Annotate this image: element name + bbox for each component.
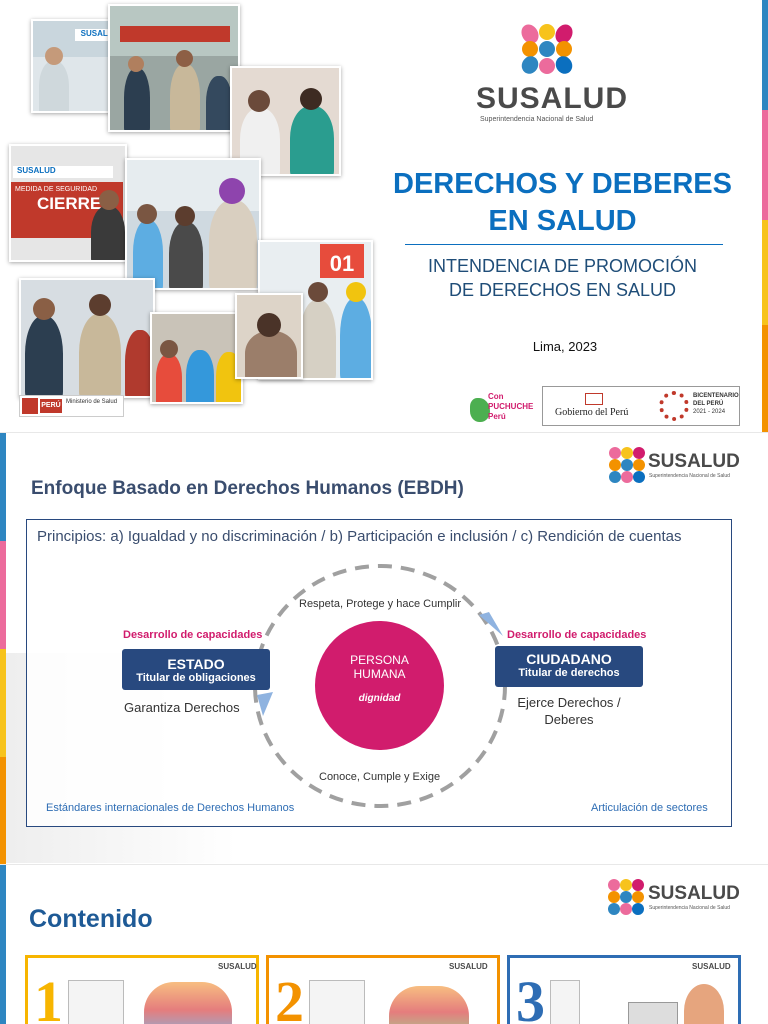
capacity-label-left: Desarrollo de capacidades bbox=[123, 629, 263, 641]
persona-value: dignidad bbox=[358, 693, 401, 704]
person-illustration bbox=[684, 984, 724, 1024]
subtitle-line: INTENDENCIA DE PROMOCIÓN bbox=[427, 256, 698, 276]
photo-closure: SUSALUD MEDIDA DE SEGURIDAD CIERRE bbox=[9, 144, 127, 262]
puchuchu-logo: Con PUCHUCHE Perú bbox=[468, 388, 534, 424]
people-illustration bbox=[389, 986, 469, 1024]
content-card-3[interactable]: 3 SUSALUD bbox=[507, 955, 741, 1024]
photo-officials bbox=[19, 278, 155, 398]
arrow-left-icon bbox=[257, 692, 273, 716]
ciudadano-note-line: Ejerce Derechos / bbox=[517, 695, 621, 710]
card-brand: SUSALUD bbox=[218, 962, 257, 971]
color-stripe bbox=[0, 757, 6, 864]
bicentenario-line: BICENTENARIO bbox=[693, 393, 739, 399]
estado-subtitle: Titular de obligaciones bbox=[136, 672, 256, 684]
photo-sign: MEDIDA DE SEGURIDAD bbox=[15, 186, 98, 193]
estado-title: ESTADO bbox=[167, 656, 225, 672]
content-card-2[interactable]: 2 SUSALUD bbox=[266, 955, 500, 1024]
capacity-label-right: Desarrollo de capacidades bbox=[507, 629, 647, 641]
document-thumbnail bbox=[309, 980, 365, 1024]
photo-community bbox=[150, 312, 243, 404]
estado-note: Garantiza Derechos bbox=[124, 700, 240, 715]
slide-contenido: SUSALUD Superintendencia Nacional de Sal… bbox=[0, 864, 768, 1024]
color-stripe bbox=[762, 0, 768, 110]
bottom-arc-label: Conoce, Cumple y Exige bbox=[319, 771, 441, 783]
susalud-logo-icon bbox=[518, 21, 576, 77]
title-line: DERECHOS Y DEBERES bbox=[393, 168, 732, 200]
minsa-logo: PERÚ Ministerio de Salud bbox=[19, 395, 124, 417]
ciudadano-note-line: Deberes bbox=[544, 712, 594, 727]
photo-consult bbox=[230, 66, 341, 176]
document-thumbnail bbox=[68, 980, 124, 1024]
brand-tagline: Superintendencia Nacional de Salud bbox=[649, 905, 730, 911]
bicentenario-line: DEL PERÚ bbox=[693, 401, 724, 407]
title-line: EN SALUD bbox=[488, 205, 637, 237]
arrow-right-icon bbox=[479, 612, 503, 636]
card-number: 3 bbox=[516, 969, 545, 1024]
government-logo: Gobierno del Perú BICENTENARIO DEL PERÚ … bbox=[542, 386, 740, 426]
color-stripe bbox=[762, 325, 768, 432]
ciudadano-box: CIUDADANO Titular de derechos bbox=[495, 646, 643, 687]
card-brand: SUSALUD bbox=[692, 962, 731, 971]
persona-line: HUMANA bbox=[353, 667, 406, 681]
color-stripe bbox=[762, 110, 768, 220]
ciudadano-title: CIUDADANO bbox=[526, 651, 612, 667]
footer-logos: Con PUCHUCHE Perú Gobierno del Perú BICE… bbox=[468, 384, 750, 428]
brand-tagline: Superintendencia Nacional de Salud bbox=[480, 116, 594, 123]
color-stripe bbox=[0, 433, 6, 541]
page-title: DERECHOS Y DEBERES EN SALUD bbox=[390, 166, 735, 240]
brand-name: SUSALUD bbox=[648, 883, 740, 904]
card-brand: SUSALUD bbox=[449, 962, 488, 971]
foot-left: Estándares internacionales de Derechos H… bbox=[46, 802, 295, 814]
color-stripe bbox=[762, 220, 768, 325]
bicentenario-years: 2021 - 2024 bbox=[693, 409, 726, 415]
date-label: Lima, 2023 bbox=[532, 339, 598, 354]
color-stripe bbox=[0, 541, 6, 649]
principles-text: Principios: a) Igualdad y no discriminac… bbox=[37, 528, 682, 545]
ebdh-diagram: Principios: a) Igualdad y no discriminac… bbox=[26, 519, 732, 827]
page-subtitle: INTENDENCIA DE PROMOCIÓN DE DERECHOS EN … bbox=[390, 254, 735, 302]
susalud-logo-icon bbox=[608, 879, 644, 915]
document-thumbnail bbox=[550, 980, 580, 1024]
people-illustration bbox=[144, 982, 232, 1024]
photo-market bbox=[108, 4, 240, 132]
photo-sign: CIERRE bbox=[37, 194, 102, 213]
slide-ebdh: SUSALUD Superintendencia Nacional de Sal… bbox=[0, 432, 768, 864]
photo-sign: 01 bbox=[320, 244, 364, 278]
color-stripe bbox=[0, 865, 6, 1024]
card-number: 1 bbox=[34, 969, 63, 1024]
content-card-1[interactable]: 1 SUSALUD bbox=[25, 955, 259, 1024]
brand-tagline: Superintendencia Nacional de Salud bbox=[649, 473, 730, 479]
foot-right: Articulación de sectores bbox=[591, 802, 708, 814]
estado-box: ESTADO Titular de obligaciones bbox=[122, 649, 270, 690]
photo-vaccination bbox=[125, 158, 261, 290]
laptop-illustration bbox=[628, 1002, 678, 1024]
title-divider bbox=[405, 244, 723, 245]
susalud-logo-icon bbox=[609, 447, 645, 483]
slide-cover: SUSALUD SUSALUD MEDIDA DE SEGURIDAD CIER… bbox=[0, 0, 768, 432]
subtitle-line: DE DERECHOS EN SALUD bbox=[448, 280, 677, 300]
card-number: 2 bbox=[275, 969, 304, 1024]
color-stripe bbox=[0, 649, 6, 757]
photo-elderly bbox=[235, 293, 303, 379]
minsa-label: Ministerio de Salud bbox=[66, 399, 118, 405]
peru-label: PERÚ bbox=[40, 399, 62, 413]
ciudadano-subtitle: Titular de derechos bbox=[518, 667, 620, 679]
persona-circle: PERSONA HUMANA dignidad bbox=[315, 621, 444, 750]
slide-title: Contenido bbox=[29, 905, 153, 933]
slide-title: Enfoque Basado en Derechos Humanos (EBDH… bbox=[31, 478, 464, 499]
top-arc-label: Respeta, Protege y hace Cumplir bbox=[299, 598, 462, 610]
gob-label: Gobierno del Perú bbox=[555, 407, 629, 418]
puchuchu-label: Con PUCHUCHE Perú bbox=[488, 392, 534, 421]
bicentenario-label: BICENTENARIO DEL PERÚ 2021 - 2024 bbox=[693, 392, 739, 416]
brand-name: SUSALUD bbox=[476, 82, 629, 115]
brand-name: SUSALUD bbox=[648, 451, 740, 472]
photo-sign: SUSALUD bbox=[13, 166, 113, 178]
ciudadano-note: Ejerce Derechos / Deberes bbox=[507, 694, 631, 728]
persona-line: PERSONA bbox=[350, 653, 409, 667]
